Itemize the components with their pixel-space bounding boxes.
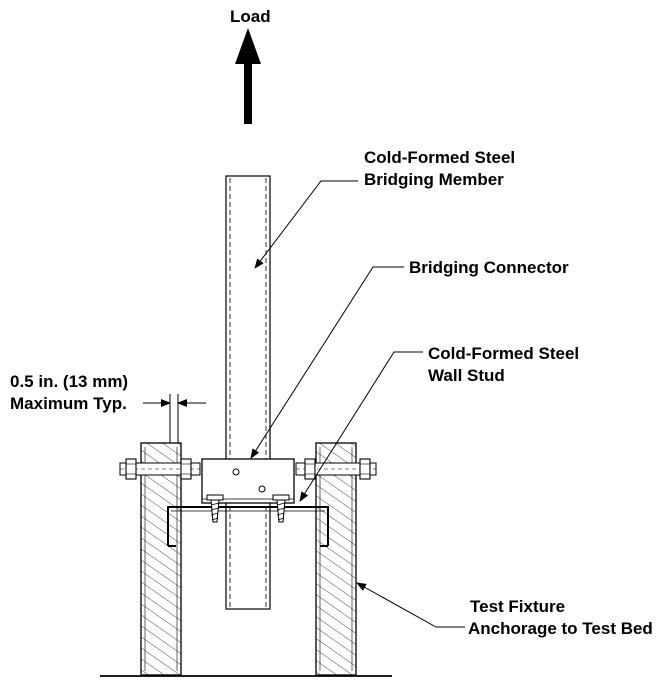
leader-test-fixture — [356, 582, 465, 628]
bridging-member-label: Cold-Formed Steel Bridging Member — [364, 147, 515, 191]
leader-bridging-connector — [250, 266, 404, 459]
gap-dimension-label: 0.5 in. (13 mm) Maximum Typ. — [10, 371, 128, 415]
gap-dimension-label-line2: Maximum Typ. — [10, 394, 127, 413]
screw-left — [206, 494, 224, 523]
test-fixture-label: Test Fixture Anchorage to Test Bed — [468, 596, 653, 640]
wall-stud-label: Cold-Formed Steel Wall Stud — [428, 343, 579, 387]
anchor-bolt-right — [295, 458, 377, 480]
test-fixture-label-line2: Anchorage to Test Bed — [468, 619, 653, 638]
bridging-member-label-line1: Cold-Formed Steel — [364, 148, 516, 167]
wall-stud-label-line1: Cold-Formed Steel — [428, 344, 580, 363]
leader-wall-stud — [299, 351, 423, 502]
leader-bridging-member — [254, 180, 358, 269]
bridging-connector-label: Bridging Connector — [409, 258, 569, 277]
load-label: Load — [230, 7, 271, 26]
anchor-bolt-left — [119, 458, 201, 480]
test-fixture-label-line1: Test Fixture — [470, 597, 566, 616]
connector-screws — [206, 494, 290, 523]
gap-dimension-label-line1: 0.5 in. (13 mm) — [10, 372, 129, 391]
wall-stud-label-line2: Wall Stud — [428, 366, 505, 385]
load-arrow — [235, 28, 261, 124]
bridging-member-label-line2: Bridging Member — [364, 170, 504, 189]
fixture-post-left — [140, 442, 182, 676]
bridging-member — [225, 175, 271, 610]
gap-dimension — [143, 394, 206, 443]
screw-right — [272, 494, 290, 523]
fixture-post-right — [315, 442, 357, 676]
